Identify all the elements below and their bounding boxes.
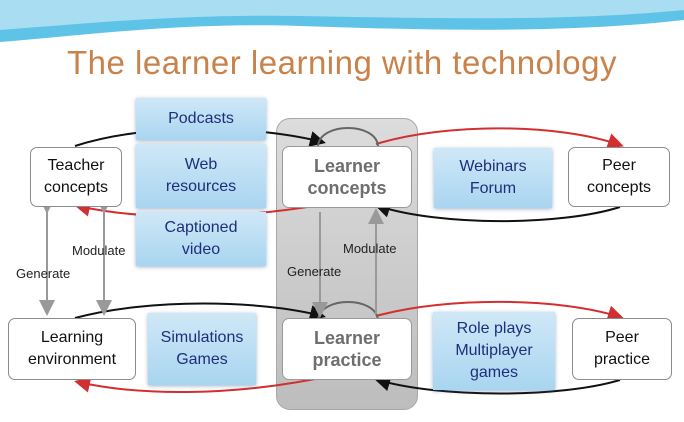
captioned-video-box: Captioned video [136, 212, 266, 266]
web-resources-box: Web resources [136, 144, 266, 208]
peer-concepts-box: Peer concepts [568, 147, 670, 207]
simulations-games-box: Simulations Games [148, 313, 256, 385]
peer-practice-to-learner-arrow [374, 375, 621, 395]
learner-to-peer-red-arrow [375, 127, 624, 149]
webinars-forum-box: Webinars Forum [434, 148, 552, 208]
peer-to-learner-arrow [374, 202, 621, 223]
teacher-concepts-box: Teacher concepts [30, 147, 122, 207]
podcasts-box: Podcasts [136, 98, 266, 140]
learning-environment-box: Learning environment [8, 318, 136, 380]
generate-center-label: Generate [287, 264, 342, 279]
learner-practice-box: Learner practice [282, 318, 412, 380]
slide-title: The learner learning with technology [67, 44, 617, 81]
modulate-center-label: Modulate [343, 241, 397, 256]
practice-to-peer-red-arrow [375, 300, 624, 322]
peer-practice-box: Peer practice [572, 318, 672, 380]
practice-to-environment-red-arrow [74, 376, 321, 394]
learner-concepts-box: Learner concepts [282, 146, 412, 208]
generate-left-label: Generate [16, 266, 71, 281]
role-plays-box: Role plays Multiplayer games [433, 312, 555, 390]
decorative-banner [0, 0, 684, 44]
learner-concepts-loop [317, 127, 379, 147]
modulate-left-label: Modulate [72, 243, 126, 258]
